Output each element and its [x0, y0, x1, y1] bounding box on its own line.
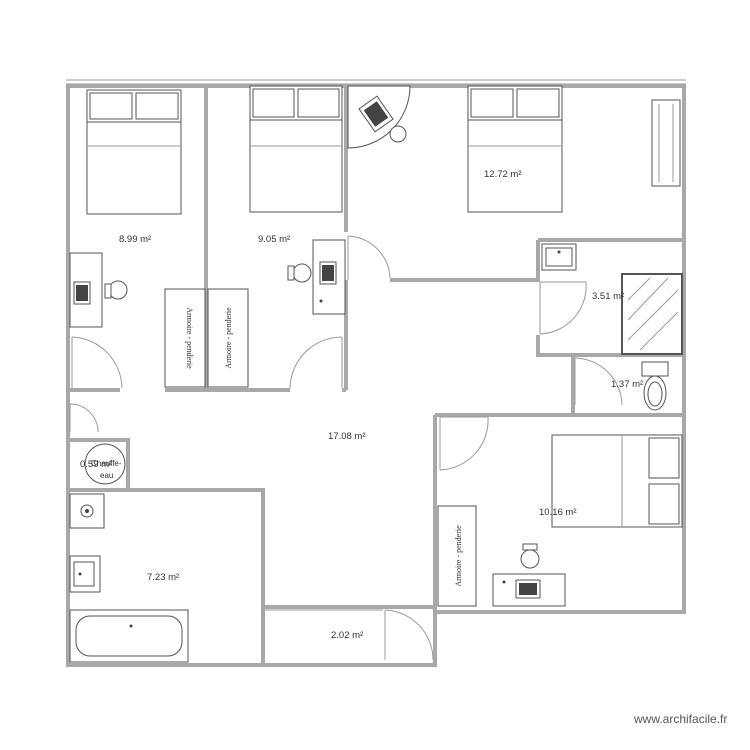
desk-bedroom1 [69, 252, 128, 328]
sink-bathroom [69, 555, 101, 593]
wardrobe-bedroom2 [207, 288, 249, 388]
label-water-heater-2: eau [100, 471, 113, 480]
area-water-heater-closet: 0.59 m² [80, 459, 112, 470]
desk-bedroom2 [287, 239, 346, 315]
area-bedroom4: 10.16 m² [539, 507, 577, 518]
water-heater [84, 443, 126, 485]
doors [69, 235, 623, 661]
label-water-heater-1: Chauffe- [91, 459, 122, 468]
walls [66, 84, 686, 667]
shelf-bedroom3 [651, 99, 681, 187]
watermark[interactable]: www.archifacile.fr [633, 712, 727, 726]
area-shower-room: 3.51 m² [592, 291, 624, 302]
wardrobe-label-bedroom4: Armoire - penderie [454, 525, 463, 587]
window-strip [66, 79, 686, 85]
area-bedroom2: 9.05 m² [258, 234, 290, 245]
shower-tray [621, 273, 683, 355]
toilet [641, 361, 669, 411]
area-bedroom1: 8.99 m² [119, 234, 151, 245]
bed-bedroom3 [467, 85, 563, 213]
wardrobe-label-bedroom2: Armoire - penderie [224, 307, 233, 369]
bed-bedroom4 [551, 434, 683, 528]
bed-bedroom2 [249, 85, 343, 213]
area-bedroom3: 12.72 m² [484, 169, 522, 180]
corner-desk-bedroom3 [347, 85, 411, 149]
sink-shower-room [541, 243, 577, 271]
desk-bedroom4 [492, 543, 566, 607]
wardrobe-label-bedroom1: Armoire - penderie [185, 307, 194, 369]
area-storage: 2.02 m² [331, 630, 363, 641]
wardrobe-bedroom1 [164, 288, 206, 388]
washbasin-bathroom [69, 493, 105, 529]
area-bathroom: 7.23 m² [147, 572, 179, 583]
wardrobe-bedroom4 [437, 505, 477, 607]
bed-bedroom1 [86, 89, 182, 215]
area-wc: 1.37 m² [611, 379, 643, 390]
bathtub [69, 609, 189, 663]
area-hall: 17.08 m² [328, 431, 366, 442]
